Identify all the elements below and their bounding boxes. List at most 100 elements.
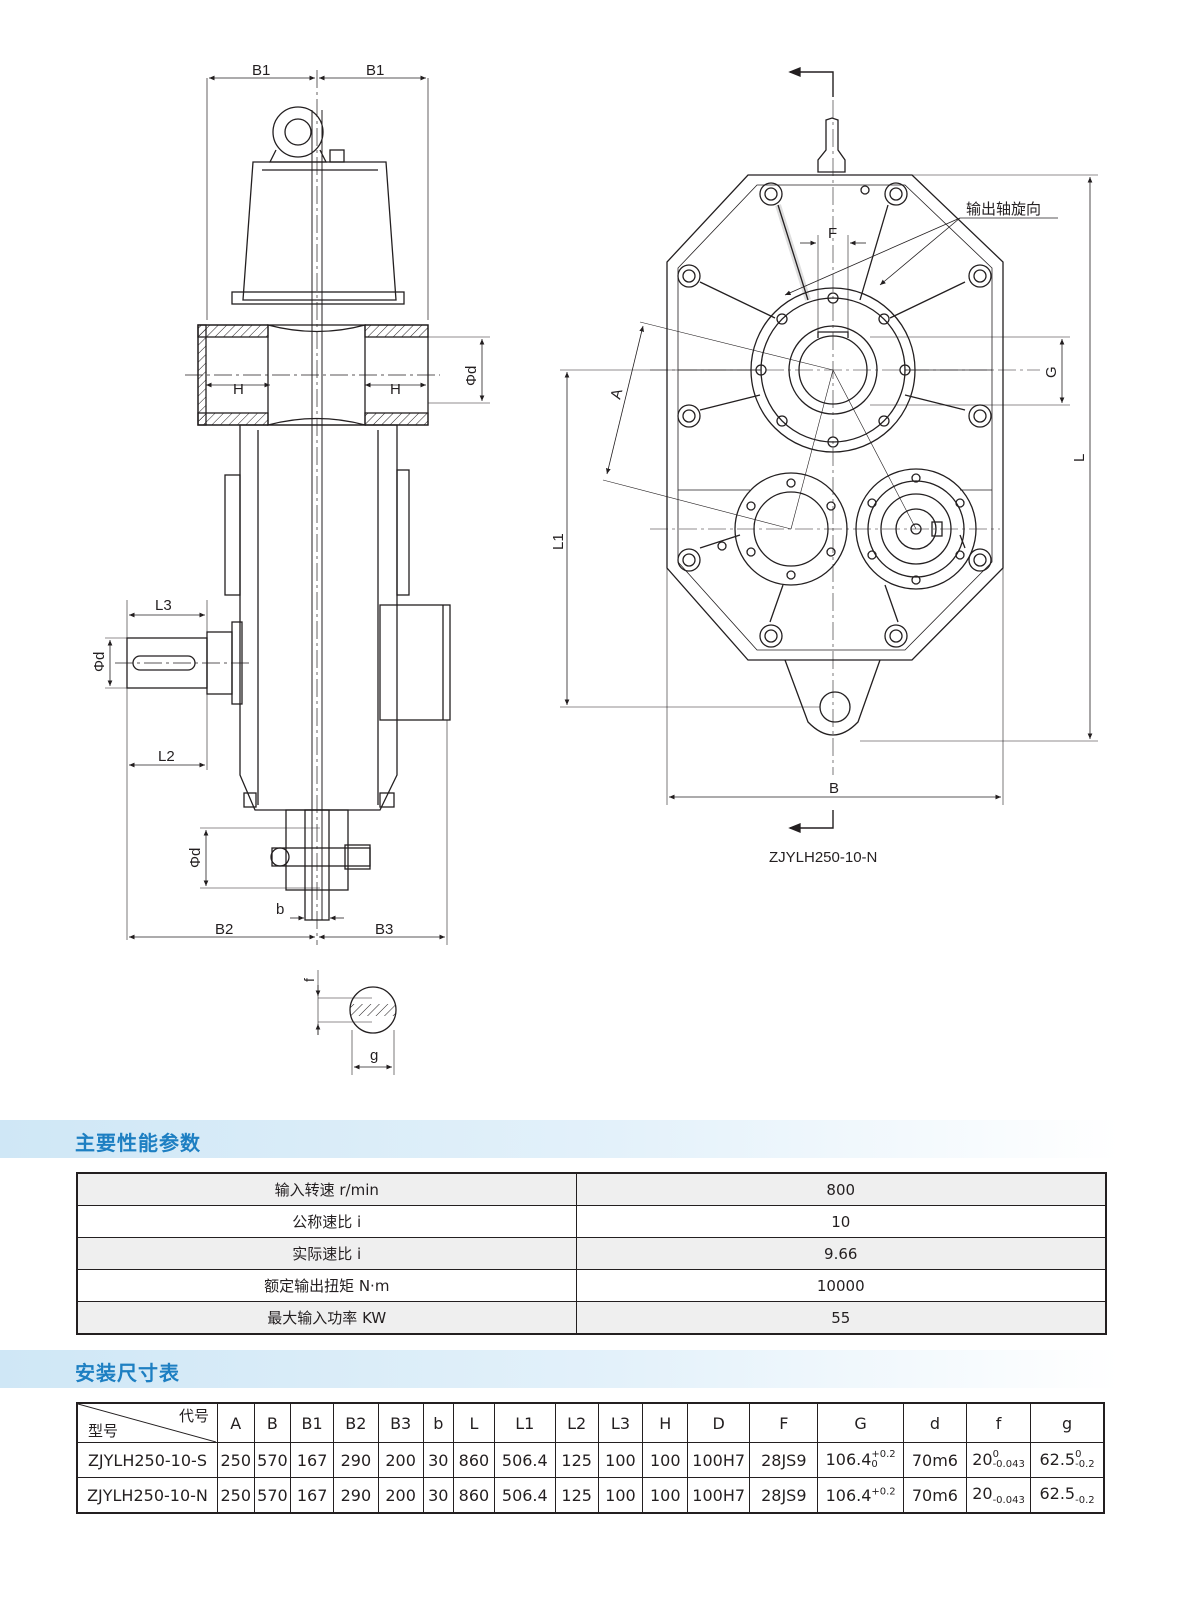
cell-l2: 125 — [554, 1442, 599, 1478]
tolerance-lower: -0.2 — [1075, 1495, 1095, 1507]
corner-code-label: 代号 — [178, 1407, 209, 1425]
label-dim-g: G — [1043, 366, 1060, 378]
cell-f-lower: 20-0.043 — [965, 1477, 1032, 1514]
label-phi-d-input: Φd — [91, 652, 108, 672]
label-b1-left: B1 — [252, 62, 270, 79]
cell-l: 860 — [453, 1442, 495, 1478]
label-rotation-note: 输出轴旋向 — [966, 201, 1041, 218]
table-row: 额定输出扭矩 N·m 10000 — [76, 1269, 1107, 1302]
table-row: ZJYLH250-10-S 250 570 167 290 200 30 860… — [76, 1442, 1105, 1478]
param-value: 10 — [575, 1205, 1107, 1238]
tolerance-lower: -0.2 — [1075, 1459, 1095, 1471]
tolerance-upper: +0.2 — [871, 1449, 896, 1461]
param-value: 55 — [575, 1301, 1107, 1335]
param-name: 额定输出扭矩 N·m — [76, 1269, 577, 1302]
cell-l3: 100 — [597, 1442, 644, 1478]
tolerance-base: 106.4 — [825, 1449, 872, 1469]
label-h-left: H — [233, 381, 244, 398]
param-name: 最大输入功率 KW — [76, 1301, 577, 1335]
technical-drawing: B1 B1 H H Φd L3 Φd L2 Φd b B2 B3 f g — [91, 62, 1098, 1075]
label-f-small: f — [301, 978, 317, 982]
tolerance-base: 20 — [972, 1483, 993, 1503]
label-g-small: g — [370, 1047, 378, 1064]
cell-b: 570 — [253, 1442, 292, 1478]
tolerance-lower: -0.043 — [992, 1495, 1025, 1507]
model-cell: ZJYLH250-10-S — [76, 1442, 218, 1478]
label-l2: L2 — [158, 748, 175, 765]
cell-h: 100 — [642, 1477, 689, 1514]
col-header: F — [749, 1402, 819, 1443]
label-b3: B3 — [375, 921, 393, 938]
cell-d-lower: 70m6 — [902, 1477, 967, 1514]
param-name: 输入转速 r/min — [76, 1172, 577, 1206]
col-header: H — [642, 1402, 689, 1443]
col-header: D — [687, 1402, 751, 1443]
diagonal-line — [78, 1404, 216, 1442]
label-dim-f: F — [828, 225, 837, 242]
front-view — [560, 67, 1098, 833]
cell-b2: 290 — [332, 1477, 379, 1514]
param-value: 800 — [575, 1172, 1107, 1206]
tolerance-base: 62.5 — [1039, 1449, 1076, 1469]
model-cell: ZJYLH250-10-N — [76, 1477, 218, 1514]
label-h-right: H — [390, 381, 401, 398]
cell-h: 100 — [642, 1442, 689, 1478]
param-value: 10000 — [575, 1269, 1107, 1302]
table-row: 实际速比 i 9.66 — [76, 1237, 1107, 1270]
col-header: g — [1030, 1402, 1105, 1443]
cell-b2: 290 — [332, 1442, 379, 1478]
tolerance-upper: 0 — [992, 1449, 999, 1461]
corner-header: 代号 型号 — [76, 1402, 218, 1443]
col-header: L3 — [597, 1402, 644, 1443]
cell-b-small: 30 — [422, 1477, 455, 1514]
cell-l2: 125 — [554, 1477, 599, 1514]
cell-d-upper: 100H7 — [687, 1442, 751, 1478]
label-dim-l: L — [1071, 454, 1088, 462]
cell-b: 570 — [253, 1477, 292, 1514]
cell-d-upper: 100H7 — [687, 1477, 751, 1514]
col-header: B — [253, 1402, 292, 1443]
cell-b3: 200 — [377, 1477, 424, 1514]
cell-l1: 506.4 — [493, 1477, 556, 1514]
cell-d-lower: 70m6 — [902, 1442, 967, 1478]
tolerance-lower: -0.043 — [992, 1459, 1025, 1471]
performance-title: 主要性能参数 — [75, 1131, 201, 1155]
cell-g-lower: 62.5-0.2 — [1030, 1477, 1105, 1514]
param-name: 实际速比 i — [76, 1237, 577, 1270]
param-name: 公称速比 i — [76, 1205, 577, 1238]
col-header: G — [817, 1402, 904, 1443]
tolerance-lower: 0 — [871, 1459, 878, 1471]
col-header: B1 — [290, 1402, 334, 1443]
side-view — [105, 70, 490, 1075]
cell-b1: 167 — [290, 1442, 334, 1478]
cell-l3: 100 — [597, 1477, 644, 1514]
col-header: L2 — [554, 1402, 599, 1443]
col-header: L1 — [493, 1402, 556, 1443]
label-l3: L3 — [155, 597, 172, 614]
cell-f-upper: 28JS9 — [749, 1442, 819, 1478]
cell-a: 250 — [216, 1442, 255, 1478]
cell-g-upper: 106.4+0.2 — [817, 1477, 904, 1514]
cell-f-upper: 28JS9 — [749, 1477, 819, 1514]
col-header: b — [422, 1402, 455, 1443]
col-header: B3 — [377, 1402, 424, 1443]
col-header: d — [902, 1402, 967, 1443]
param-value: 9.66 — [575, 1237, 1107, 1270]
tolerance-base: 62.5 — [1039, 1483, 1076, 1503]
table-header-row: 代号 型号 A B B1 B2 B3 b L L1 L2 L3 H D F G … — [76, 1402, 1105, 1443]
cell-l: 860 — [453, 1477, 495, 1514]
corner-model-label: 型号 — [88, 1422, 119, 1440]
label-phi-d-pin: Φd — [187, 848, 204, 868]
label-phi-d-hollow: Φd — [463, 366, 480, 386]
label-dim-l1: L1 — [550, 533, 567, 550]
tolerance-upper: 0 — [1075, 1449, 1082, 1461]
cell-l1: 506.4 — [493, 1442, 556, 1478]
label-dim-a: A — [607, 387, 626, 401]
table-row: 输入转速 r/min 800 — [76, 1172, 1107, 1206]
col-header: A — [216, 1402, 255, 1443]
table-row: 最大输入功率 KW 55 — [76, 1301, 1107, 1335]
performance-table: 输入转速 r/min 800 公称速比 i 10 实际速比 i 9.66 额定输… — [76, 1172, 1107, 1335]
